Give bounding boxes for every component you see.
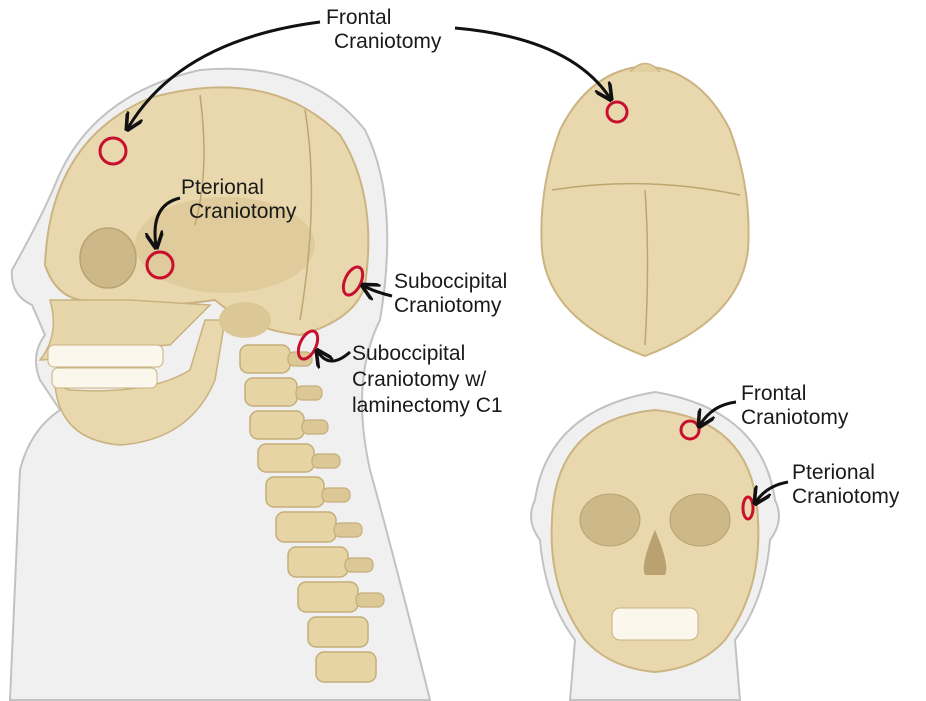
temporal-fossa bbox=[135, 197, 315, 293]
arrow-suboccipital-c1 bbox=[318, 352, 352, 361]
frontal-craniotomy-marker-superior bbox=[605, 100, 629, 124]
label-line: Craniotomy bbox=[189, 200, 297, 223]
label-line: Craniotomy bbox=[741, 406, 849, 429]
frontal-craniotomy-label-top: Frontal Craniotomy bbox=[326, 6, 441, 54]
upper-teeth bbox=[47, 344, 164, 368]
label-line: Suboccipital bbox=[394, 270, 508, 293]
label-line: Suboccipital bbox=[352, 342, 466, 365]
label-line: Pterional bbox=[792, 461, 875, 484]
label-line: laminectomy C1 bbox=[352, 394, 503, 417]
label-line: Frontal bbox=[326, 6, 392, 29]
nasal-cavity bbox=[643, 530, 667, 575]
arrow-frontal-to-lateral bbox=[128, 20, 321, 128]
sagittal-suture-top bbox=[644, 189, 649, 346]
label-line: Frontal bbox=[741, 382, 807, 405]
callout-arrows bbox=[128, 20, 789, 502]
superior-skull bbox=[540, 64, 750, 358]
coronal-suture-top bbox=[551, 182, 741, 196]
anterior-head-view bbox=[530, 390, 780, 701]
lateral-head-view bbox=[8, 67, 432, 701]
pterional-craniotomy-marker-lateral bbox=[145, 250, 175, 280]
cervical-spine bbox=[239, 344, 377, 683]
anterior-teeth bbox=[611, 607, 699, 641]
lower-teeth bbox=[51, 367, 158, 389]
frontal-craniotomy-label-front: Frontal Craniotomy bbox=[741, 382, 848, 430]
frontal-craniotomy-marker-lateral bbox=[98, 136, 128, 166]
lambdoid-suture bbox=[299, 109, 313, 321]
label-line: Craniotomy bbox=[334, 30, 442, 53]
orbit bbox=[79, 227, 137, 289]
suboccipital-craniotomy-label: Suboccipital Craniotomy bbox=[394, 270, 507, 318]
arrow-frontal-to-superior bbox=[454, 26, 610, 98]
arrow-suboccipital bbox=[364, 286, 393, 296]
left-orbit bbox=[579, 493, 641, 547]
nasal-bump bbox=[629, 62, 661, 73]
spinous-processes bbox=[287, 351, 385, 608]
label-line: Craniotomy bbox=[792, 485, 900, 508]
label-line: Craniotomy w/ bbox=[352, 368, 487, 391]
mastoid bbox=[219, 302, 271, 338]
suboccipital-c1-label: Suboccipital Craniotomy w/ laminectomy C… bbox=[352, 341, 503, 419]
label-line: Craniotomy bbox=[394, 294, 502, 317]
pterional-craniotomy-label-front: Pterional Craniotomy bbox=[792, 461, 899, 509]
right-orbit bbox=[669, 493, 731, 547]
superior-skull-view bbox=[540, 62, 750, 358]
label-line: Pterional bbox=[181, 176, 264, 199]
pterional-craniotomy-label-side: Pterional Craniotomy bbox=[181, 176, 296, 224]
arrow-pterional-front bbox=[756, 480, 789, 502]
arrow-frontal-front bbox=[700, 400, 737, 425]
coronal-suture bbox=[194, 94, 205, 226]
arrow-pterional-side bbox=[155, 196, 181, 246]
